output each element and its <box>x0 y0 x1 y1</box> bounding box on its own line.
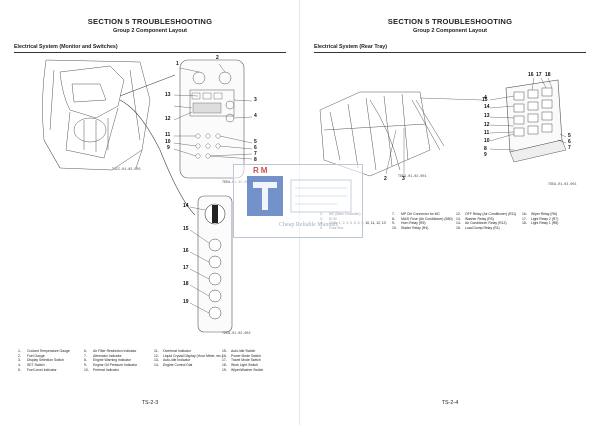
callout-12: 12 <box>165 116 171 122</box>
group-title: Group 2 Component Layout <box>113 28 187 34</box>
callout-7: 7 <box>254 151 257 157</box>
fig-label-cab: T1CC-01-02-005 <box>112 168 141 172</box>
callout-15: 15 <box>183 226 189 232</box>
switch-panel-drawing <box>189 195 233 333</box>
legend-col-1: 1-Coolant Temperature Gauge 2-Fuel Gauge… <box>18 349 70 372</box>
watermark-logo: RM Cheap Reliable Manuals <box>233 164 363 238</box>
cab-interior-drawing <box>42 59 196 216</box>
callout-19: 19 <box>183 299 189 305</box>
section-title: SECTION 5 TROUBLESHOOTING <box>387 17 513 26</box>
callout-6: 6 <box>254 145 257 151</box>
watermark-caption: Cheap Reliable Manuals <box>279 222 338 228</box>
monitor-panel-drawing <box>173 59 253 179</box>
callout-16: 16 <box>528 72 534 78</box>
callout-10: 10 <box>484 138 490 144</box>
callout-13: 13 <box>165 92 171 98</box>
legend-col-2: 7-MP Ctrl Connector for MC 8-MAXI Fuse (… <box>392 212 453 231</box>
fig-label-switch: TDEA-01-02-002 <box>222 332 251 336</box>
legend-col-3: 12-OFF Relay (Air Conditioner) (R11) 13-… <box>456 212 517 231</box>
fig-label-relay: TDEA-01-02-001 <box>548 183 577 187</box>
callout-2: 2 <box>216 55 219 61</box>
callout-5: 5 <box>254 139 257 145</box>
callout-16: 16 <box>183 248 189 254</box>
legend-col-3: 11-Overheat Indicator 12-Liquid Crystal … <box>154 349 223 368</box>
callout-17: 17 <box>536 72 542 78</box>
callout-11: 11 <box>165 132 171 138</box>
fig-label-tray: TDEG-01-02-001 <box>398 175 427 179</box>
figure-subtitle: Electrical System (Rear Tray) <box>314 44 388 50</box>
group-title: Group 2 Component Layout <box>413 28 487 34</box>
section-title: SECTION 5 TROUBLESHOOTING <box>87 17 213 26</box>
callout-7: 7 <box>568 145 571 151</box>
page-number: TS-2-4 <box>441 400 459 406</box>
callout-4: 4 <box>254 113 257 119</box>
callout-8: 8 <box>254 157 257 163</box>
callout-9: 9 <box>484 152 487 158</box>
callout-4: 4 <box>484 95 487 101</box>
callout-18: 18 <box>545 72 551 78</box>
figure-subtitle: Electrical System (Monitor and Switches) <box>14 44 118 50</box>
header-rule <box>314 52 586 53</box>
callout-11: 11 <box>484 130 490 136</box>
legend-col-4: 15-Auto-idle Switch 16-Power Mode Switch… <box>222 349 264 372</box>
callout-3: 3 <box>402 176 405 182</box>
callout-14: 14 <box>484 104 490 110</box>
rear-tray-drawing <box>319 91 483 177</box>
page-number: TS-2-3 <box>141 400 159 406</box>
callout-14: 14 <box>183 203 189 209</box>
callout-5: 5 <box>568 133 571 139</box>
watermark-emblem <box>247 176 352 216</box>
callout-17: 17 <box>183 265 189 271</box>
callout-18: 18 <box>183 281 189 287</box>
callout-12: 12 <box>484 122 490 128</box>
callout-9: 9 <box>167 145 170 151</box>
callout-10: 10 <box>165 139 171 145</box>
callout-6: 6 <box>568 139 571 145</box>
watermark-monogram: RM <box>253 166 270 175</box>
legend-col-2: 6-Air Filter Restriction Indicator 7-Alt… <box>84 349 138 372</box>
relay-box-drawing <box>489 77 567 163</box>
callout-13: 13 <box>484 113 490 119</box>
callout-8: 8 <box>484 146 487 152</box>
callout-15: 15 <box>482 97 488 103</box>
callout-2: 2 <box>384 176 387 182</box>
legend-col-4: 16-Wiper Relay (R6) 17-Light Relay 2 (R7… <box>522 212 559 226</box>
header-rule <box>14 52 286 53</box>
callout-3: 3 <box>254 97 257 103</box>
callout-1: 1 <box>176 61 179 67</box>
